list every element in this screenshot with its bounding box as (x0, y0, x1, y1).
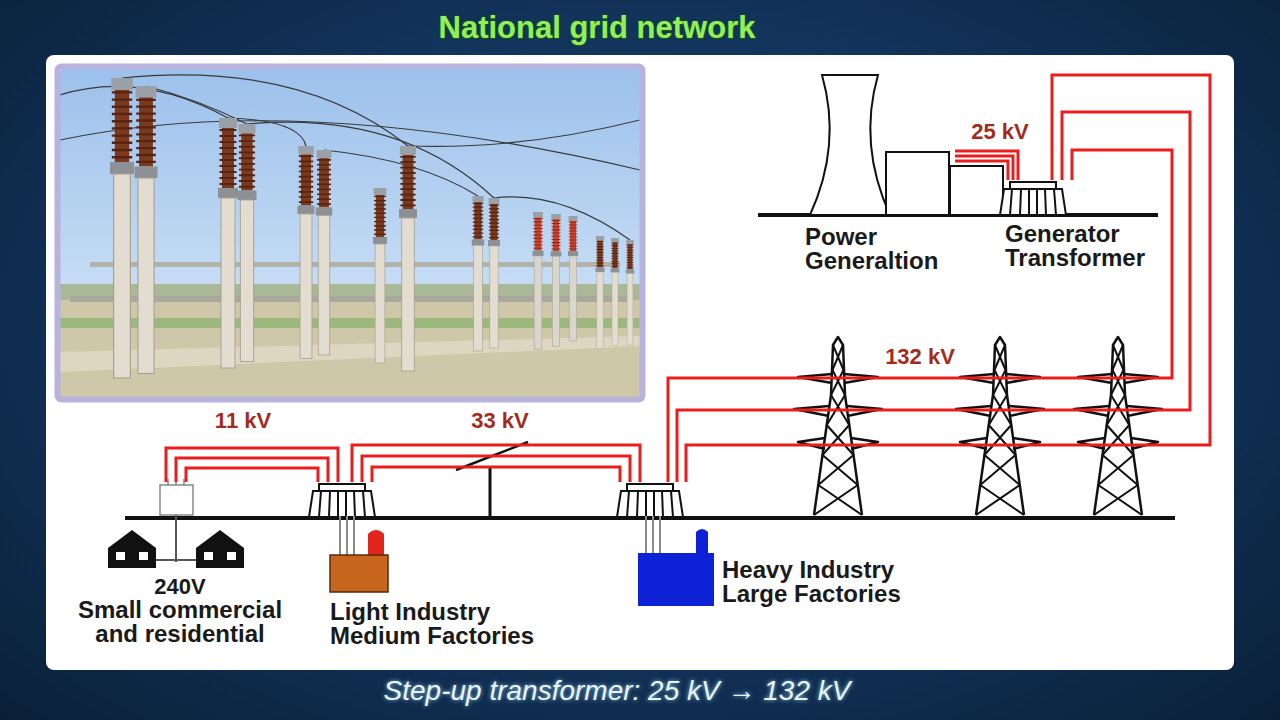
voltage-label: 33 kV (468, 408, 532, 434)
pylon-symbol (794, 337, 882, 515)
cooling-tower (810, 75, 890, 215)
insulator-post (399, 146, 417, 371)
photo-frame (58, 67, 643, 400)
factory-chimney (368, 530, 384, 555)
component-label: Small commercial and residential (65, 598, 295, 646)
house-symbol (108, 530, 156, 568)
component-group: Light Industry Medium Factories (305, 482, 557, 650)
conductor (176, 458, 328, 482)
supply-cable (340, 516, 354, 555)
generator-house (950, 166, 1003, 215)
wire (494, 197, 630, 240)
insulator-post (533, 212, 544, 350)
medium-factory (330, 555, 388, 592)
voltage-label: 11 kV (212, 408, 274, 434)
transformer-symbol (1000, 182, 1066, 215)
insulator-post (626, 240, 634, 345)
wire (122, 75, 408, 146)
insulator-post (373, 188, 387, 363)
insulator-post (316, 150, 332, 355)
insulator-post (298, 146, 315, 359)
large-factory (638, 529, 714, 606)
component-group: Power Generaltion (805, 72, 955, 275)
voltage-label: 132 kV (882, 344, 958, 370)
insulator-post (596, 236, 605, 349)
insulator-post (488, 198, 500, 348)
conductor (955, 161, 1008, 180)
wire (247, 122, 494, 198)
component-group: Generator Transformer (1000, 180, 1162, 272)
conductor (186, 468, 318, 482)
pole (489, 468, 492, 518)
insulator-post (135, 86, 158, 374)
conductor (677, 112, 1190, 482)
pylon-symbol (1074, 337, 1162, 515)
insulator-post (110, 78, 134, 378)
panel (46, 55, 1234, 670)
conductor (352, 445, 640, 482)
conductor (955, 151, 1018, 180)
insulator-post (551, 214, 562, 347)
conductor (372, 467, 620, 482)
substation-photo (60, 69, 640, 397)
pylon-symbol (956, 337, 1044, 515)
power-line (352, 445, 640, 482)
conductor (362, 456, 630, 482)
insulator-post (238, 124, 257, 362)
conductor (668, 150, 1172, 482)
component-group: Heavy Industry Large Factories (615, 482, 924, 608)
power-line (166, 448, 338, 482)
insulator-post (568, 216, 578, 341)
supply-cable (646, 516, 660, 553)
component-label: Power Generaltion (805, 225, 953, 273)
caption: Step-up transformer: 25 kV → 132 kV (217, 671, 1017, 711)
insulator-post (218, 118, 238, 368)
conductor (955, 156, 1013, 180)
power-line (955, 151, 1018, 180)
power-line (668, 75, 1210, 482)
page-title: National grid network (297, 8, 897, 48)
conductor (686, 75, 1210, 482)
component-label: Heavy Industry Large Factories (722, 558, 922, 606)
insulator-post (472, 196, 484, 351)
transformer-symbol (617, 484, 683, 517)
service-cable (156, 515, 196, 562)
component-label: Light Industry Medium Factories (330, 600, 555, 648)
voltage-label: 25 kV (968, 119, 1032, 145)
component-label: 240V (150, 576, 210, 598)
transformer-symbol (309, 484, 375, 517)
insulator-post (611, 238, 620, 346)
turbine-hall (886, 152, 949, 215)
component-group: 240VSmall commercial and residential (65, 482, 297, 648)
sky (60, 69, 640, 397)
component-label: Generator Transformer (1005, 222, 1160, 270)
conductor (166, 448, 338, 482)
pole-transformer (160, 485, 193, 515)
house-symbol (196, 530, 244, 568)
